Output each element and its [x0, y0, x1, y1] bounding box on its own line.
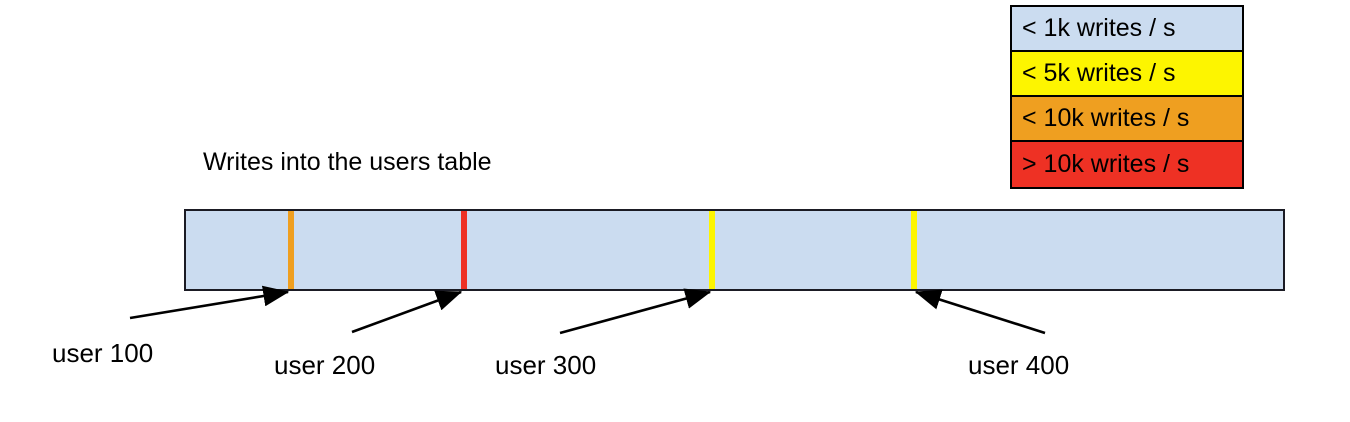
user-200-stripe — [461, 211, 467, 289]
legend-label-under-5k: < 5k writes / s — [1022, 59, 1176, 87]
arrow-user-300 — [559, 288, 712, 335]
user-100-stripe — [288, 211, 294, 289]
user-100-label: user 100 — [52, 338, 154, 368]
legend-label-over-10k: > 10k writes / s — [1022, 150, 1190, 178]
legend-row-over-10k: > 10k writes / s — [1012, 142, 1242, 187]
users-table-bar — [184, 209, 1285, 291]
bar-caption: Writes into the users table — [203, 148, 492, 176]
user-400-label: user 400 — [968, 350, 1070, 380]
write-rate-legend: < 1k writes / s < 5k writes / s < 10k wr… — [1010, 5, 1244, 189]
arrow-user-400 — [914, 289, 1046, 335]
legend-row-under-10k: < 10k writes / s — [1012, 97, 1242, 142]
legend-row-under-5k: < 5k writes / s — [1012, 52, 1242, 97]
user-300-label: user 300 — [495, 350, 597, 380]
user-400-stripe — [911, 211, 917, 289]
legend-row-under-1k: < 1k writes / s — [1012, 7, 1242, 52]
arrow-user-200 — [351, 290, 463, 334]
user-200-label: user 200 — [274, 350, 376, 380]
arrow-user-100 — [129, 285, 290, 320]
legend-label-under-1k: < 1k writes / s — [1022, 14, 1176, 42]
user-300-stripe — [709, 211, 715, 289]
legend-label-under-10k: < 10k writes / s — [1022, 104, 1190, 132]
